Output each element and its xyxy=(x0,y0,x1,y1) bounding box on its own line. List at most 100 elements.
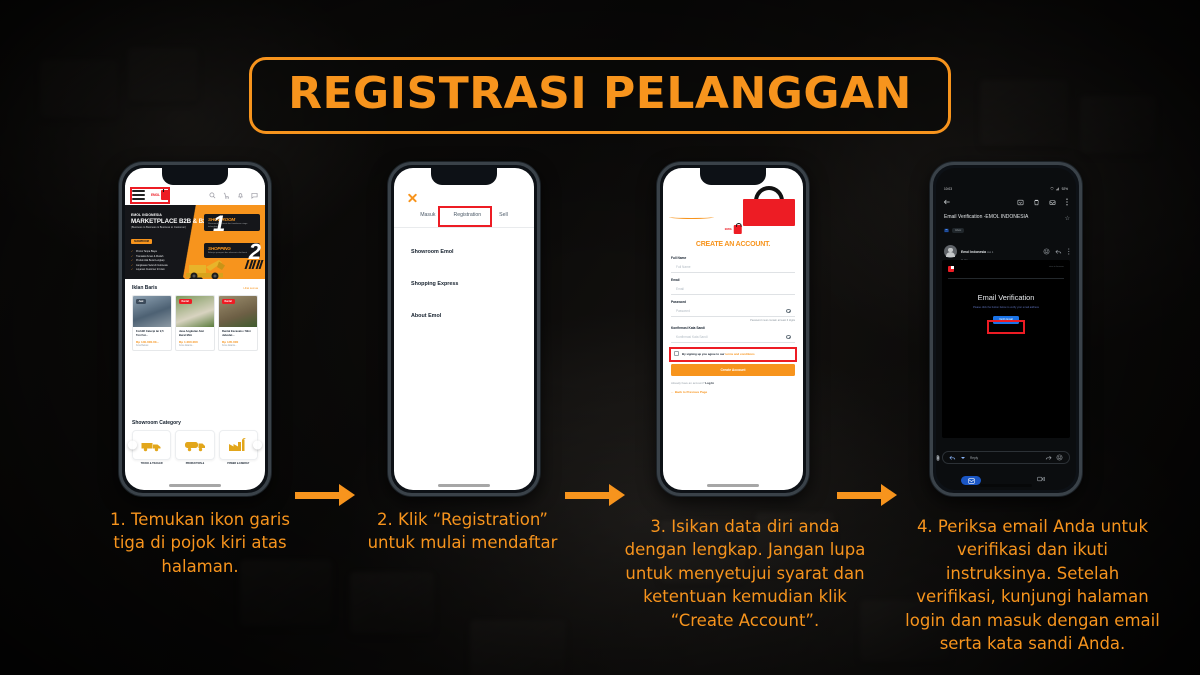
banner-left: EMOL INDONESIA MARKETPLACE B2B & B2C (Bu… xyxy=(131,213,215,273)
iklan-see-all-link[interactable]: Lihat semua xyxy=(243,286,258,290)
attachment-icon[interactable] xyxy=(936,454,940,462)
list-item[interactable]: Jual Forklift Caterpi lar 2,5 Ton Ful...… xyxy=(132,295,172,352)
search-icon[interactable] xyxy=(209,192,216,199)
archive-icon[interactable] xyxy=(1017,199,1024,206)
category-label: TRUCK & TRAILER xyxy=(140,462,163,465)
showroom-category-labels: TRUCK & TRAILER PRODUCTION & POWER & ENE… xyxy=(125,462,265,465)
more-options-icon[interactable] xyxy=(1065,198,1069,206)
tab-registration[interactable]: Registration xyxy=(453,212,482,218)
menu-item-about-emol[interactable]: About Emol xyxy=(411,313,442,319)
showroom-category-section: Showroom Category xyxy=(125,420,265,465)
terms-text: By signing up you agree to our terms and… xyxy=(682,351,755,356)
eye-icon[interactable] xyxy=(786,335,791,340)
password-hint: Password must contain at least 6 digits xyxy=(750,319,795,322)
phone1-app-header: EMOL xyxy=(125,185,265,205)
showroom-category-icons xyxy=(125,430,265,460)
chevron-down-icon[interactable] xyxy=(961,456,965,460)
reply-bar[interactable]: Reply xyxy=(936,451,1070,464)
category-truck-trailer[interactable] xyxy=(132,430,172,460)
add-reaction-icon[interactable] xyxy=(1043,248,1050,255)
tab-sell[interactable]: Sell xyxy=(499,212,508,218)
phone4-screen: 10:03 92% Email Verification -EMOL INDON… xyxy=(936,168,1076,490)
email-verification-text: Please click the button below to verify … xyxy=(973,305,1039,309)
phone3-logo-text: EMOL xyxy=(724,228,733,231)
more-options-icon[interactable] xyxy=(1067,247,1071,255)
iklan-baris-section: Iklan Baris Lihat semua Jual Forklift Ca… xyxy=(125,285,265,352)
phone-step-3: EMOL CREATE AN ACCOUNT. Full Name Full N… xyxy=(657,162,809,496)
excavator-illustration xyxy=(186,260,225,279)
product-info: Rental Excavato r Mini Jabodet... Rp 145… xyxy=(219,327,257,350)
nav-mail[interactable] xyxy=(936,476,1006,485)
truck-icon xyxy=(141,442,161,451)
cart-icon[interactable] xyxy=(223,192,230,199)
list-item[interactable]: Rental Rental Excavato r Mini Jabodet...… xyxy=(218,295,258,352)
terms-link[interactable]: terms and conditions xyxy=(725,351,755,356)
mail-icon[interactable] xyxy=(961,476,981,485)
menu-item-showroom-emol[interactable]: Showroom Emol xyxy=(411,249,454,255)
delete-icon[interactable] xyxy=(1033,199,1040,206)
close-icon[interactable] xyxy=(407,192,418,203)
carousel-next-button[interactable] xyxy=(253,440,262,450)
banner-card-shopping[interactable]: SHOPPING Belanja sparepart dan aksesoris… xyxy=(204,243,260,258)
phone-mockups: EMOL EMOL INDONESIA MARKETPLACE B2B & B2… xyxy=(0,162,1200,506)
caption-step-4: 4. Periksa email Anda untuk verifikasi d… xyxy=(905,517,1160,654)
product-info: Forklift Caterpi lar 2,5 Ton Ful... Rp 1… xyxy=(133,327,171,350)
confirm-password-field[interactable]: Konfirmasi Kata Sandi xyxy=(671,332,795,343)
password-placeholder: Password xyxy=(676,309,690,313)
eye-icon[interactable] xyxy=(786,309,791,314)
email-field[interactable]: Email xyxy=(671,284,795,295)
email-sender-row: Emol Indonesia Jun 1 to me xyxy=(944,240,1070,262)
password-field[interactable]: Password xyxy=(671,306,795,317)
phone1-hero-banner: EMOL INDONESIA MARKETPLACE B2B & B2C (Bu… xyxy=(125,205,265,279)
create-account-button[interactable]: Create Account xyxy=(671,364,795,376)
category-production[interactable] xyxy=(175,430,215,460)
product-location: Kota Jakarta... xyxy=(179,345,194,348)
banner-bullets: Promo Tanpa Biaya Transaksi Aman & Mudah… xyxy=(131,250,215,271)
full-name-field[interactable]: Full Name xyxy=(671,262,795,273)
signal-icon xyxy=(1055,187,1059,191)
status-bar: 10:03 92% xyxy=(936,187,1076,191)
mark-unread-icon[interactable] xyxy=(1049,199,1056,206)
meet-icon[interactable] xyxy=(1037,476,1045,482)
phone3-logo: EMOL xyxy=(724,222,742,234)
tanker-truck-icon xyxy=(184,441,205,451)
reply-icon[interactable] xyxy=(1054,248,1062,255)
menu-item-shopping-express[interactable]: Shopping Express xyxy=(411,281,459,287)
reply-icon[interactable] xyxy=(949,454,956,461)
phone-step-1: EMOL EMOL INDONESIA MARKETPLACE B2B & B2… xyxy=(119,162,271,496)
star-icon[interactable]: ☆ xyxy=(1064,216,1070,222)
product-name: Rental Excavato r Mini Jabodet... xyxy=(222,330,251,337)
tab-masuk[interactable]: Masuk xyxy=(420,212,436,218)
status-badge: Rental xyxy=(178,298,192,304)
list-item[interactable]: Rental Jasa Angkutan Alat Berat Mini Rp … xyxy=(175,295,215,352)
terms-checkbox[interactable] xyxy=(674,351,679,356)
phone2-notch xyxy=(431,168,497,185)
hamburger-menu-icon[interactable] xyxy=(132,188,145,202)
emoji-icon[interactable] xyxy=(1056,454,1063,461)
banner-bullet: Promo Tanpa Biaya xyxy=(131,250,215,253)
nav-meet[interactable] xyxy=(1006,476,1076,485)
phone-step-2: Masuk Registration Sell Showroom Emol Sh… xyxy=(388,162,540,496)
terms-row[interactable]: By signing up you agree to our terms and… xyxy=(671,348,795,359)
email-label: Email xyxy=(671,278,680,282)
decorative-swoosh xyxy=(669,215,714,219)
product-price: Rp 1.000.000 xyxy=(179,339,198,344)
login-link[interactable]: Log In xyxy=(705,381,714,385)
phone4-home-indicator xyxy=(980,484,1032,487)
auth-tabs: Masuk Registration Sell xyxy=(394,212,534,228)
phone2-home-indicator xyxy=(438,484,490,487)
phone3-screen: EMOL CREATE AN ACCOUNT. Full Name Full N… xyxy=(663,168,803,490)
status-right: 92% xyxy=(1049,187,1068,191)
bell-icon[interactable] xyxy=(237,192,244,199)
chat-icon[interactable] xyxy=(251,192,258,199)
caption-step-2: 2. Klik “Registration” untuk mulai menda… xyxy=(367,510,558,553)
banner-card-showroom[interactable]: SHOWROOM Showroom alat berat dan kendara… xyxy=(204,214,260,232)
back-to-previous-page-link[interactable]: ← Back to Previous Page xyxy=(671,390,708,394)
emol-logo-icon xyxy=(948,266,954,272)
forward-icon[interactable] xyxy=(1045,454,1052,461)
view-in-browser-link[interactable]: view in browser xyxy=(1048,266,1064,268)
sender-block: Emol Indonesia Jun 1 to me xyxy=(961,240,993,262)
back-arrow-icon[interactable] xyxy=(943,198,951,206)
category-label: POWER & ENERGY xyxy=(227,462,250,465)
carousel-prev-button[interactable] xyxy=(128,440,137,450)
